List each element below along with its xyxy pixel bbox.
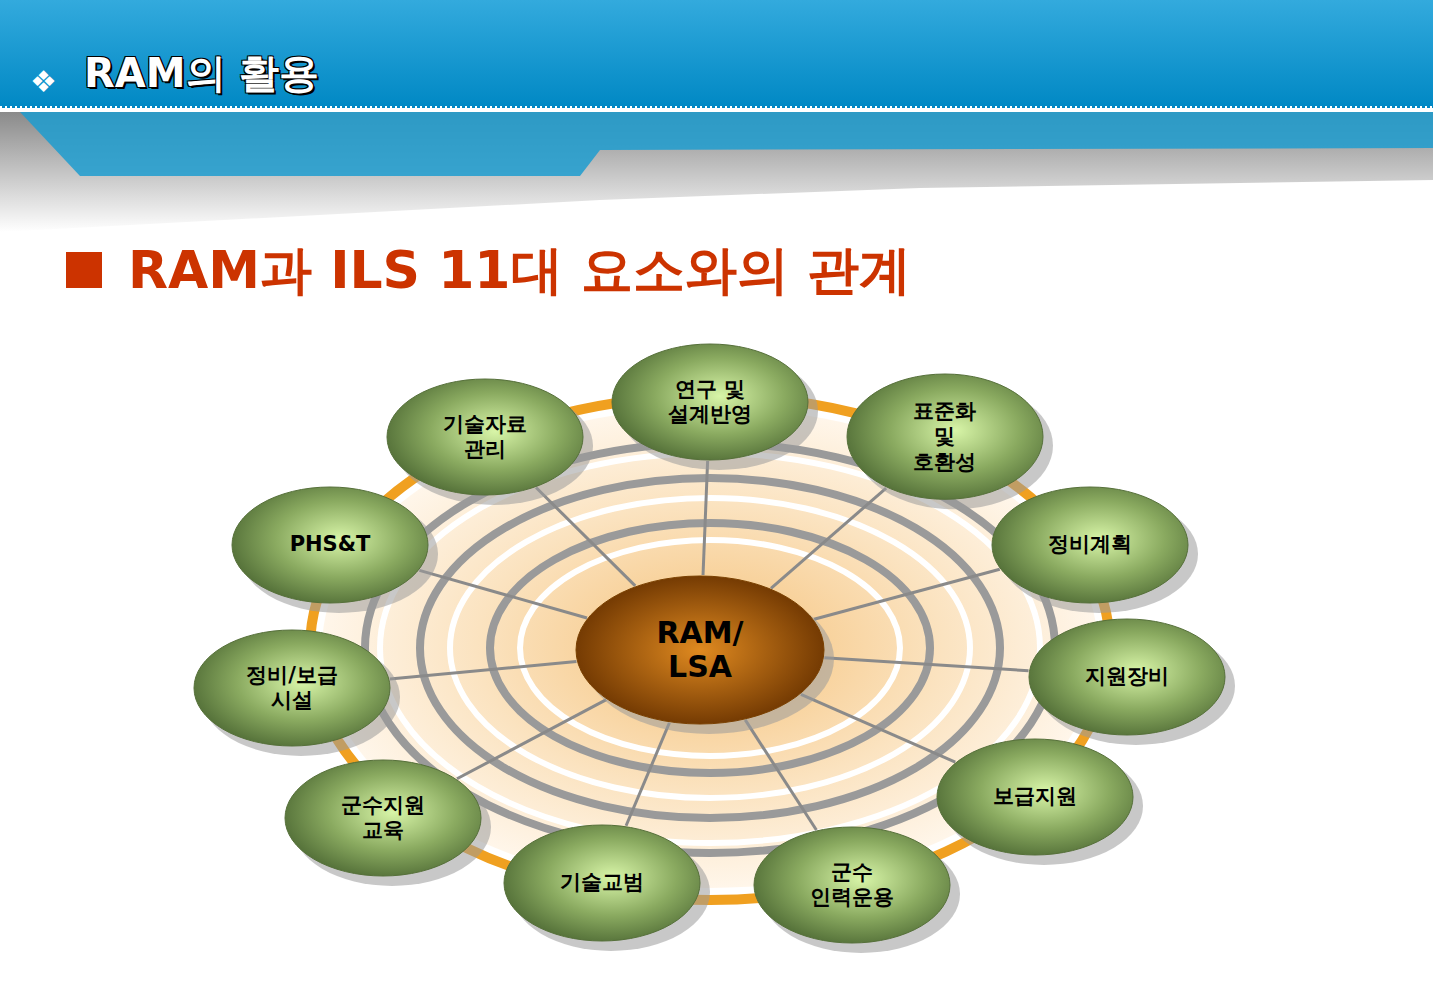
ellipse-fill: [504, 825, 700, 941]
element-ellipse: 연구 및 설계반영: [611, 343, 809, 461]
blue-swoosh: [20, 112, 1433, 176]
spoke-line: [824, 658, 1028, 671]
spoke-line: [536, 488, 635, 586]
header-rule: [0, 106, 1433, 108]
node-label: 기술교범: [550, 870, 655, 895]
title-bullet: [66, 252, 102, 288]
element-ellipse: 군수 인력운용: [753, 826, 951, 944]
spoke-line: [390, 662, 577, 679]
element-ellipse: 기술교범: [503, 824, 701, 942]
header-text: RAM의 활용: [84, 46, 320, 101]
ellipse-fill: [992, 487, 1188, 603]
element-ellipse: 보급지원: [936, 738, 1134, 856]
ellipse-fill: [754, 827, 950, 943]
spoke-line: [419, 570, 587, 618]
element-ellipse: PHS&T: [231, 486, 429, 604]
ellipse-fill: [387, 379, 583, 495]
node-label: 지원장비: [1075, 664, 1180, 689]
element-ellipse: 정비/보급 시설: [193, 629, 391, 747]
spoke-line: [457, 700, 606, 779]
grey-swoosh: [0, 112, 1433, 232]
ellipse-fill: [194, 630, 390, 746]
node-label: RAM/ LSA: [652, 616, 748, 685]
element-ellipse: 정비계획: [991, 486, 1189, 604]
spoke-line: [814, 569, 1000, 619]
spoke-line: [745, 720, 816, 830]
center-ellipse: RAM/ LSA: [575, 575, 825, 725]
element-ellipse: 기술자료 관리: [386, 378, 584, 496]
node-label: 보급지원: [983, 784, 1088, 809]
node-label: 군수지원 교육: [335, 793, 432, 843]
element-ellipse: 지원장비: [1028, 618, 1226, 736]
node-label: PHS&T: [278, 532, 383, 557]
bullet-symbol: ❖: [30, 64, 57, 99]
ellipse-fill: [576, 576, 824, 724]
element-ellipse: 표준화 및 호환성: [846, 373, 1044, 500]
node-label: 군수 인력운용: [804, 860, 901, 910]
element-ellipse: 군수지원 교육: [284, 759, 482, 877]
diagram-title: RAM과 ILS 11대 요소와의 관계: [128, 236, 911, 306]
ellipse-fill: [937, 739, 1133, 855]
ellipse-fill: [232, 487, 428, 603]
node-label: 정비계획: [1038, 532, 1143, 557]
header-bar: [0, 0, 1433, 108]
node-label: 연구 및 설계반영: [662, 377, 759, 427]
ellipse-fill: [612, 344, 808, 460]
node-label: 기술자료 관리: [437, 412, 534, 462]
ellipse-fill: [1029, 619, 1225, 735]
node-label: 정비/보급 시설: [244, 663, 341, 713]
node-label: 표준화 및 호환성: [909, 399, 980, 475]
spoke-line: [771, 488, 886, 588]
spoke-line: [626, 723, 669, 826]
ellipse-fill: [285, 760, 481, 876]
ellipse-fill: [847, 374, 1043, 499]
spoke-line: [703, 461, 708, 575]
spoke-line: [801, 694, 955, 762]
